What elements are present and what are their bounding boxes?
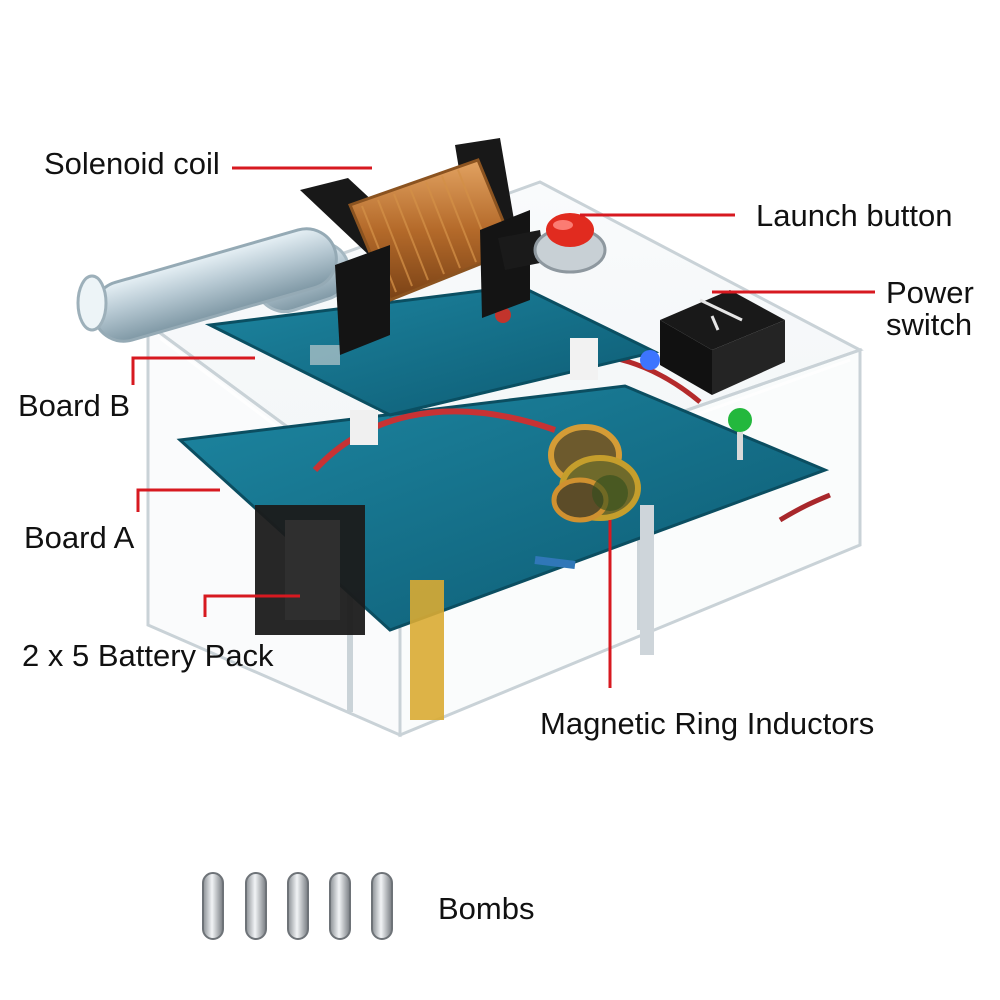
board-a-label: Board A [24,520,135,555]
launch-button-label: Launch button [756,198,953,233]
solenoid-coil-assembly [76,138,545,355]
power-switch [660,290,785,395]
board-b-callout-line [131,356,255,385]
power-switch-label-line2: switch [886,307,973,342]
magnetic-ring-inductors-label: Magnetic Ring Inductors [540,706,875,741]
bomb-3 [287,872,309,940]
power-switch-label-line1: Power [886,275,974,310]
bomb-2 [245,872,267,940]
bombs-group [202,872,393,940]
callout-lines [131,166,875,688]
launch-button [533,213,607,274]
board-a-callout-line [136,488,220,512]
bomb-4 [329,872,351,940]
board-b-label: Board B [18,388,131,423]
bomb-5 [371,872,393,940]
bombs-label: Bombs [438,891,535,926]
magnetic-ring-inductors [534,424,641,569]
status-leds [640,350,752,460]
battery-pack-label: 2 x 5 Battery Pack [22,638,274,673]
bomb-1 [202,872,224,940]
battery-pack-callout-line [203,594,300,617]
solenoid-coil-label: Solenoid coil [44,146,220,181]
